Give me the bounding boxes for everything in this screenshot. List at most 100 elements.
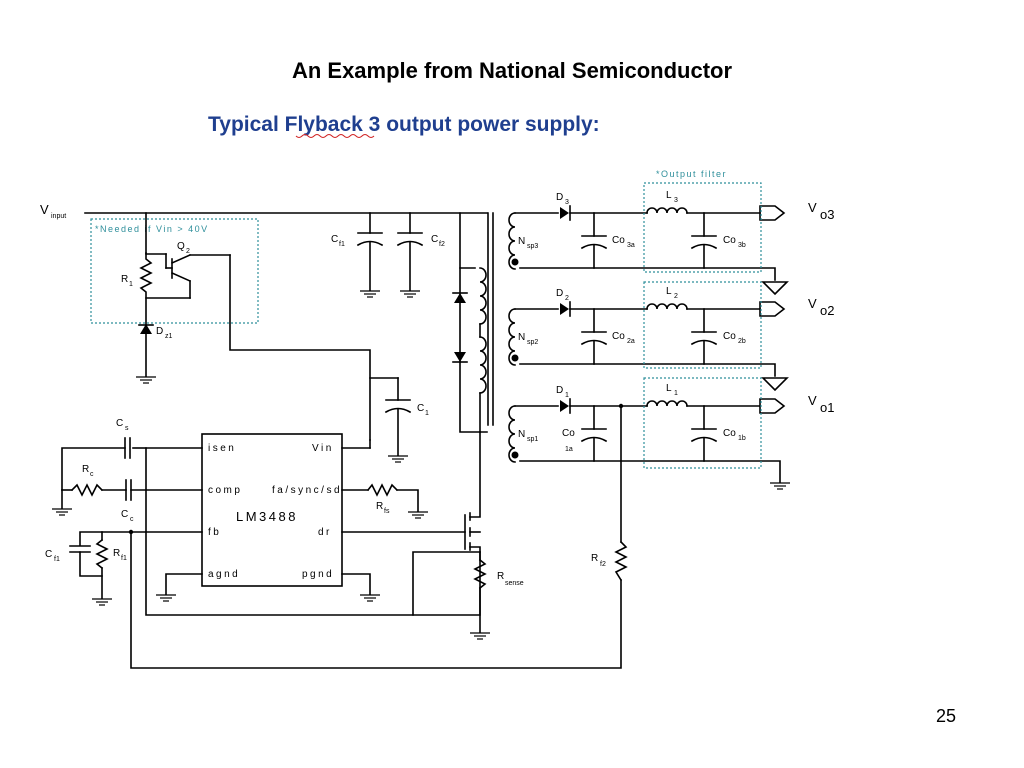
co1b-label: Co [723, 428, 736, 439]
co2b-label: Co [723, 331, 736, 342]
l2-inductor [646, 303, 688, 310]
d1-diode [560, 400, 569, 412]
vo1-sub: o1 [820, 400, 834, 415]
output-filter-box-3 [643, 182, 762, 273]
ic-name: LM3488 [236, 509, 298, 524]
q2-label: Q [177, 241, 185, 252]
output-3: N sp3 D 3 L 3 V o3 Co 3a Co 3b *Output f… [508, 169, 834, 296]
l3-inductor [646, 207, 688, 214]
v-input-sub: input [51, 213, 66, 220]
lm3488-ic: LM3488 isen comp fb agnd Vin fa/sync/sd … [155, 433, 466, 602]
r1-sub: 1 [129, 281, 133, 288]
cfl-label: C [45, 549, 52, 560]
vo2-label: V [808, 296, 817, 311]
primary-switch: R sense [412, 212, 524, 640]
c1-label: C [417, 403, 424, 414]
input-section: V input *Needed if Vin > 40V R 1 Q 2 D z… [40, 202, 488, 463]
vo1-terminal [759, 398, 786, 414]
l1-label: L [666, 383, 672, 394]
pin-vin: Vin [312, 443, 334, 454]
co3b-label: Co [723, 235, 736, 246]
vo3-terminal [759, 205, 786, 221]
nsp3-winding [508, 212, 516, 270]
d1-label: D [556, 385, 563, 396]
co3b-sub: 3b [738, 242, 746, 249]
nsp1-sub: sp1 [527, 436, 538, 443]
rfs-sub: fs [384, 508, 390, 515]
nsp3-sub: sp3 [527, 243, 538, 250]
rc-sub: c [90, 471, 94, 478]
cf2-sub: f2 [439, 241, 445, 248]
output-2: N sp2 D 2 L 2 V o2 Co 2a Co 2b [508, 281, 834, 392]
pin-isen: isen [208, 443, 236, 454]
l3-label: L [666, 190, 672, 201]
slide-title: An Example from National Semiconductor [291, 58, 733, 83]
vo2-terminal [759, 301, 786, 317]
rfl-sub: f1 [121, 555, 127, 562]
co2a-sub: 2a [627, 338, 635, 345]
vo3-label: V [808, 200, 817, 215]
pin-pgnd: pgnd [302, 569, 334, 580]
co3a-label: Co [612, 235, 625, 246]
l3-sub: 3 [674, 197, 678, 204]
rc-resistor [70, 483, 104, 497]
co2a-label: Co [612, 331, 625, 342]
l1-sub: 1 [674, 390, 678, 397]
compensation-network: C s R c C c C f1 R f1 [45, 418, 622, 669]
d2-sub: 2 [565, 295, 569, 302]
flyback-transformer [479, 212, 494, 433]
rfs-label: R [376, 501, 383, 512]
primary-winding-lower [479, 336, 487, 394]
q2-sub: 2 [186, 248, 190, 255]
cc-sub: c [130, 516, 134, 523]
co1a-label: Co [562, 428, 575, 439]
rfl-resistor [95, 538, 109, 570]
cf1-sub: f1 [339, 241, 345, 248]
co1b-sub: 1b [738, 435, 746, 442]
output-filter-box-1 [643, 377, 762, 469]
dz1-zener [140, 324, 152, 334]
cf2-label: C [431, 234, 438, 245]
clamp-note: *Needed if Vin > 40V [95, 224, 209, 234]
spellcheck-underline [295, 134, 375, 138]
pin-fa-sync-sd: fa/sync/sd [272, 485, 342, 496]
d3-label: D [556, 192, 563, 203]
vo1-label: V [808, 393, 817, 408]
output-filter-note: *Output filter [656, 169, 727, 179]
pin-fb: fb [208, 527, 221, 538]
d3-sub: 3 [565, 199, 569, 206]
pin-comp: comp [208, 485, 242, 496]
cf1-label: C [331, 234, 338, 245]
d1-sub: 1 [565, 392, 569, 399]
l2-sub: 2 [674, 293, 678, 300]
primary-winding-upper [479, 267, 487, 325]
cs-label: C [116, 418, 123, 429]
nsp2-winding [508, 308, 516, 366]
r1-label: R [121, 274, 128, 285]
slide-subtitle: Typical Flyback 3 output power supply: [208, 113, 600, 136]
rfl-label: R [113, 548, 120, 559]
nsp1-winding [508, 405, 516, 463]
snubber-diode-upper [454, 293, 466, 303]
d3-diode [560, 207, 569, 219]
cc-label: C [121, 509, 128, 520]
rsense-resistor [473, 558, 487, 590]
co1a-sub: 1a [565, 446, 573, 453]
nsp1-label: N [518, 429, 525, 440]
rf2-resistor [614, 540, 628, 582]
clamp-note-box [90, 218, 259, 324]
c1-sub: 1 [425, 410, 429, 417]
rfs-resistor [366, 483, 399, 497]
ic-body [201, 433, 343, 587]
dz1-sub: z1 [165, 333, 173, 340]
pin-agnd: agnd [208, 569, 240, 580]
ground-triangle-2 [761, 377, 789, 392]
nsp2-label: N [518, 332, 525, 343]
nsp3-label: N [518, 236, 525, 247]
r1-resistor [139, 252, 153, 325]
page-number: 25 [936, 706, 957, 726]
dz1-label: D [156, 326, 163, 337]
rsense-label: R [497, 571, 504, 582]
vo3-sub: o3 [820, 207, 834, 222]
